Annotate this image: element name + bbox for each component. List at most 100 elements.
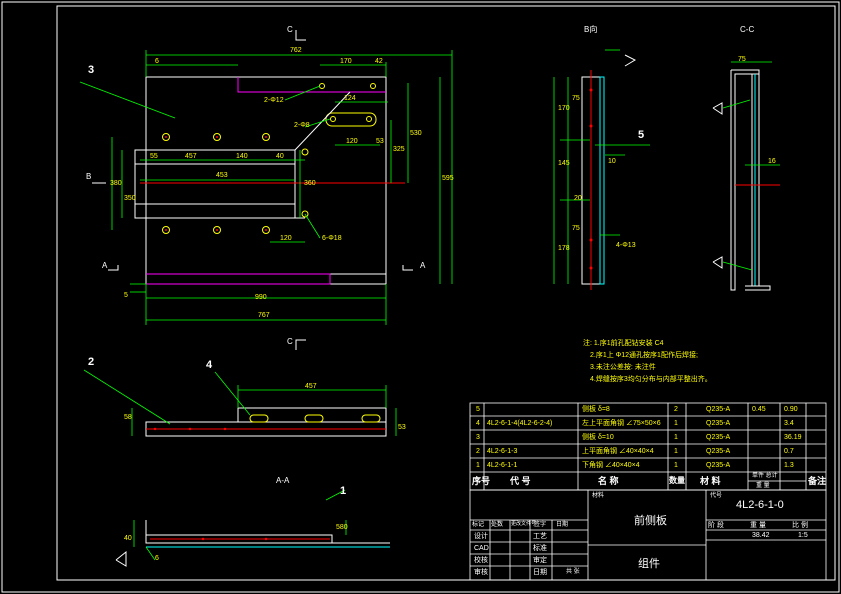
dim: 120 (280, 235, 292, 242)
dim: 6 (155, 58, 159, 65)
note-line: 2.序1上 Φ12通孔按序1配作后焊接; (590, 352, 698, 359)
dim: 75 (738, 56, 746, 63)
hdr-wsub: 重 量 (756, 483, 770, 489)
scale-value: 1:5 (798, 532, 808, 539)
stage-label: 阶 段 (708, 522, 724, 529)
dim: 42 (375, 58, 383, 65)
dim: 453 (216, 172, 228, 179)
dim: 170 (558, 105, 570, 112)
dim: 40 (124, 535, 132, 542)
dim: 990 (255, 294, 267, 301)
row-name: 下角钢 ∠40×40×4 (582, 462, 640, 469)
dim: 40 (276, 153, 284, 160)
balloon-5: 5 (638, 129, 645, 141)
part-name: 前侧板 (634, 515, 667, 527)
dim: 530 (410, 130, 422, 137)
dim: 2-Φ12 (264, 97, 284, 104)
section-mark-bottom: C (287, 337, 293, 346)
inner-frame (56, 5, 836, 581)
rev-col: 标记 (472, 522, 485, 528)
role: 日期 (533, 569, 547, 576)
dim: 120 (346, 138, 358, 145)
note-line: 3.未注公差按: 未注件 (590, 364, 656, 371)
dim: 53 (376, 138, 384, 145)
dim: 762 (290, 47, 302, 54)
c-c-view (712, 61, 780, 291)
role: 校核 (474, 557, 488, 564)
hdr-code: 代 号 (510, 476, 531, 486)
section-a-a (115, 489, 390, 567)
row-w2: 1.3 (784, 462, 794, 469)
note-line: 注: 1.序1前孔配钻安装 C4 (583, 340, 664, 347)
row-code: 4L2-6-1-1 (487, 462, 518, 469)
row-no: 3 (476, 434, 480, 441)
dim: 4-Φ13 (616, 242, 636, 249)
row-name: 侧板 δ=8 (582, 406, 610, 413)
dim: 595 (442, 175, 454, 182)
dim: 6 (155, 555, 159, 562)
weight-label: 重 量 (750, 522, 766, 529)
sheet: 共 张 (566, 569, 580, 575)
dim: 767 (258, 312, 270, 319)
hdr-note: 备注 (808, 476, 827, 486)
hdr-no: 序号 (472, 476, 491, 486)
dim: 325 (393, 146, 405, 153)
rev-col: 日期 (556, 522, 569, 528)
dim: 380 (110, 180, 122, 187)
hdr-mat: 材 料 (700, 476, 721, 486)
row-code: 4L2-6-1-3 (487, 448, 518, 455)
dim: 124 (344, 95, 356, 102)
dim: 55 (150, 153, 158, 160)
row-w2: 0.90 (784, 406, 798, 413)
row-qty: 1 (674, 462, 678, 469)
balloon-3: 3 (88, 64, 95, 76)
rev-col: 签字 (534, 522, 547, 528)
b-view-title: B向 (584, 25, 598, 34)
front-view (79, 30, 453, 350)
row-no: 1 (476, 462, 480, 469)
balloon-2: 2 (88, 356, 95, 368)
row-w2: 3.4 (784, 420, 794, 427)
b-view (553, 49, 650, 290)
rev-col: 更改文件号 (511, 521, 537, 527)
row-mat: Q235-A (706, 420, 731, 427)
dim: 145 (558, 160, 570, 167)
dim: 16 (768, 158, 776, 165)
row-no: 2 (476, 448, 480, 455)
scale-label: 比 例 (792, 522, 808, 529)
dim: 140 (236, 153, 248, 160)
dim: 2-Φ8 (294, 122, 310, 129)
dim: 178 (558, 245, 570, 252)
dim: 5 (124, 292, 128, 299)
balloon-1: 1 (340, 485, 347, 497)
row-mat: Q235-A (706, 434, 731, 441)
note-line: 4.焊缝按序3均匀分布与内部平整出齐。 (590, 376, 712, 383)
drawing-number: 4L2-6-1-0 (736, 499, 784, 511)
row-qty: 1 (674, 434, 678, 441)
dim: 170 (340, 58, 352, 65)
dim: 75 (572, 95, 580, 102)
row-mat: Q235-A (706, 406, 731, 413)
code-label: 代号 (710, 493, 723, 499)
row-name: 侧板 δ=10 (582, 434, 614, 441)
role: CAD (474, 545, 489, 552)
row-code: 4L2-6-1-4(4L2-6-2-4) (487, 420, 553, 427)
row-w1: 0.45 (752, 406, 766, 413)
role: 审定 (533, 557, 547, 564)
a-mark-left: A (102, 261, 108, 270)
dim: 457 (185, 153, 197, 160)
balloon-4: 4 (206, 359, 213, 371)
row-name: 上平面角钢 ∠40×40×4 (582, 448, 654, 455)
rev-col: 处数 (491, 522, 504, 528)
role: 标准 (533, 545, 547, 552)
hdr-w: 单件 总计 (752, 473, 778, 479)
dim: 360 (304, 180, 316, 187)
dim: 20 (574, 195, 582, 202)
row-w2: 36.19 (784, 434, 802, 441)
row-no: 5 (476, 406, 480, 413)
parts-list (469, 402, 827, 581)
role: 设计 (474, 533, 488, 540)
dim: 75 (572, 225, 580, 232)
